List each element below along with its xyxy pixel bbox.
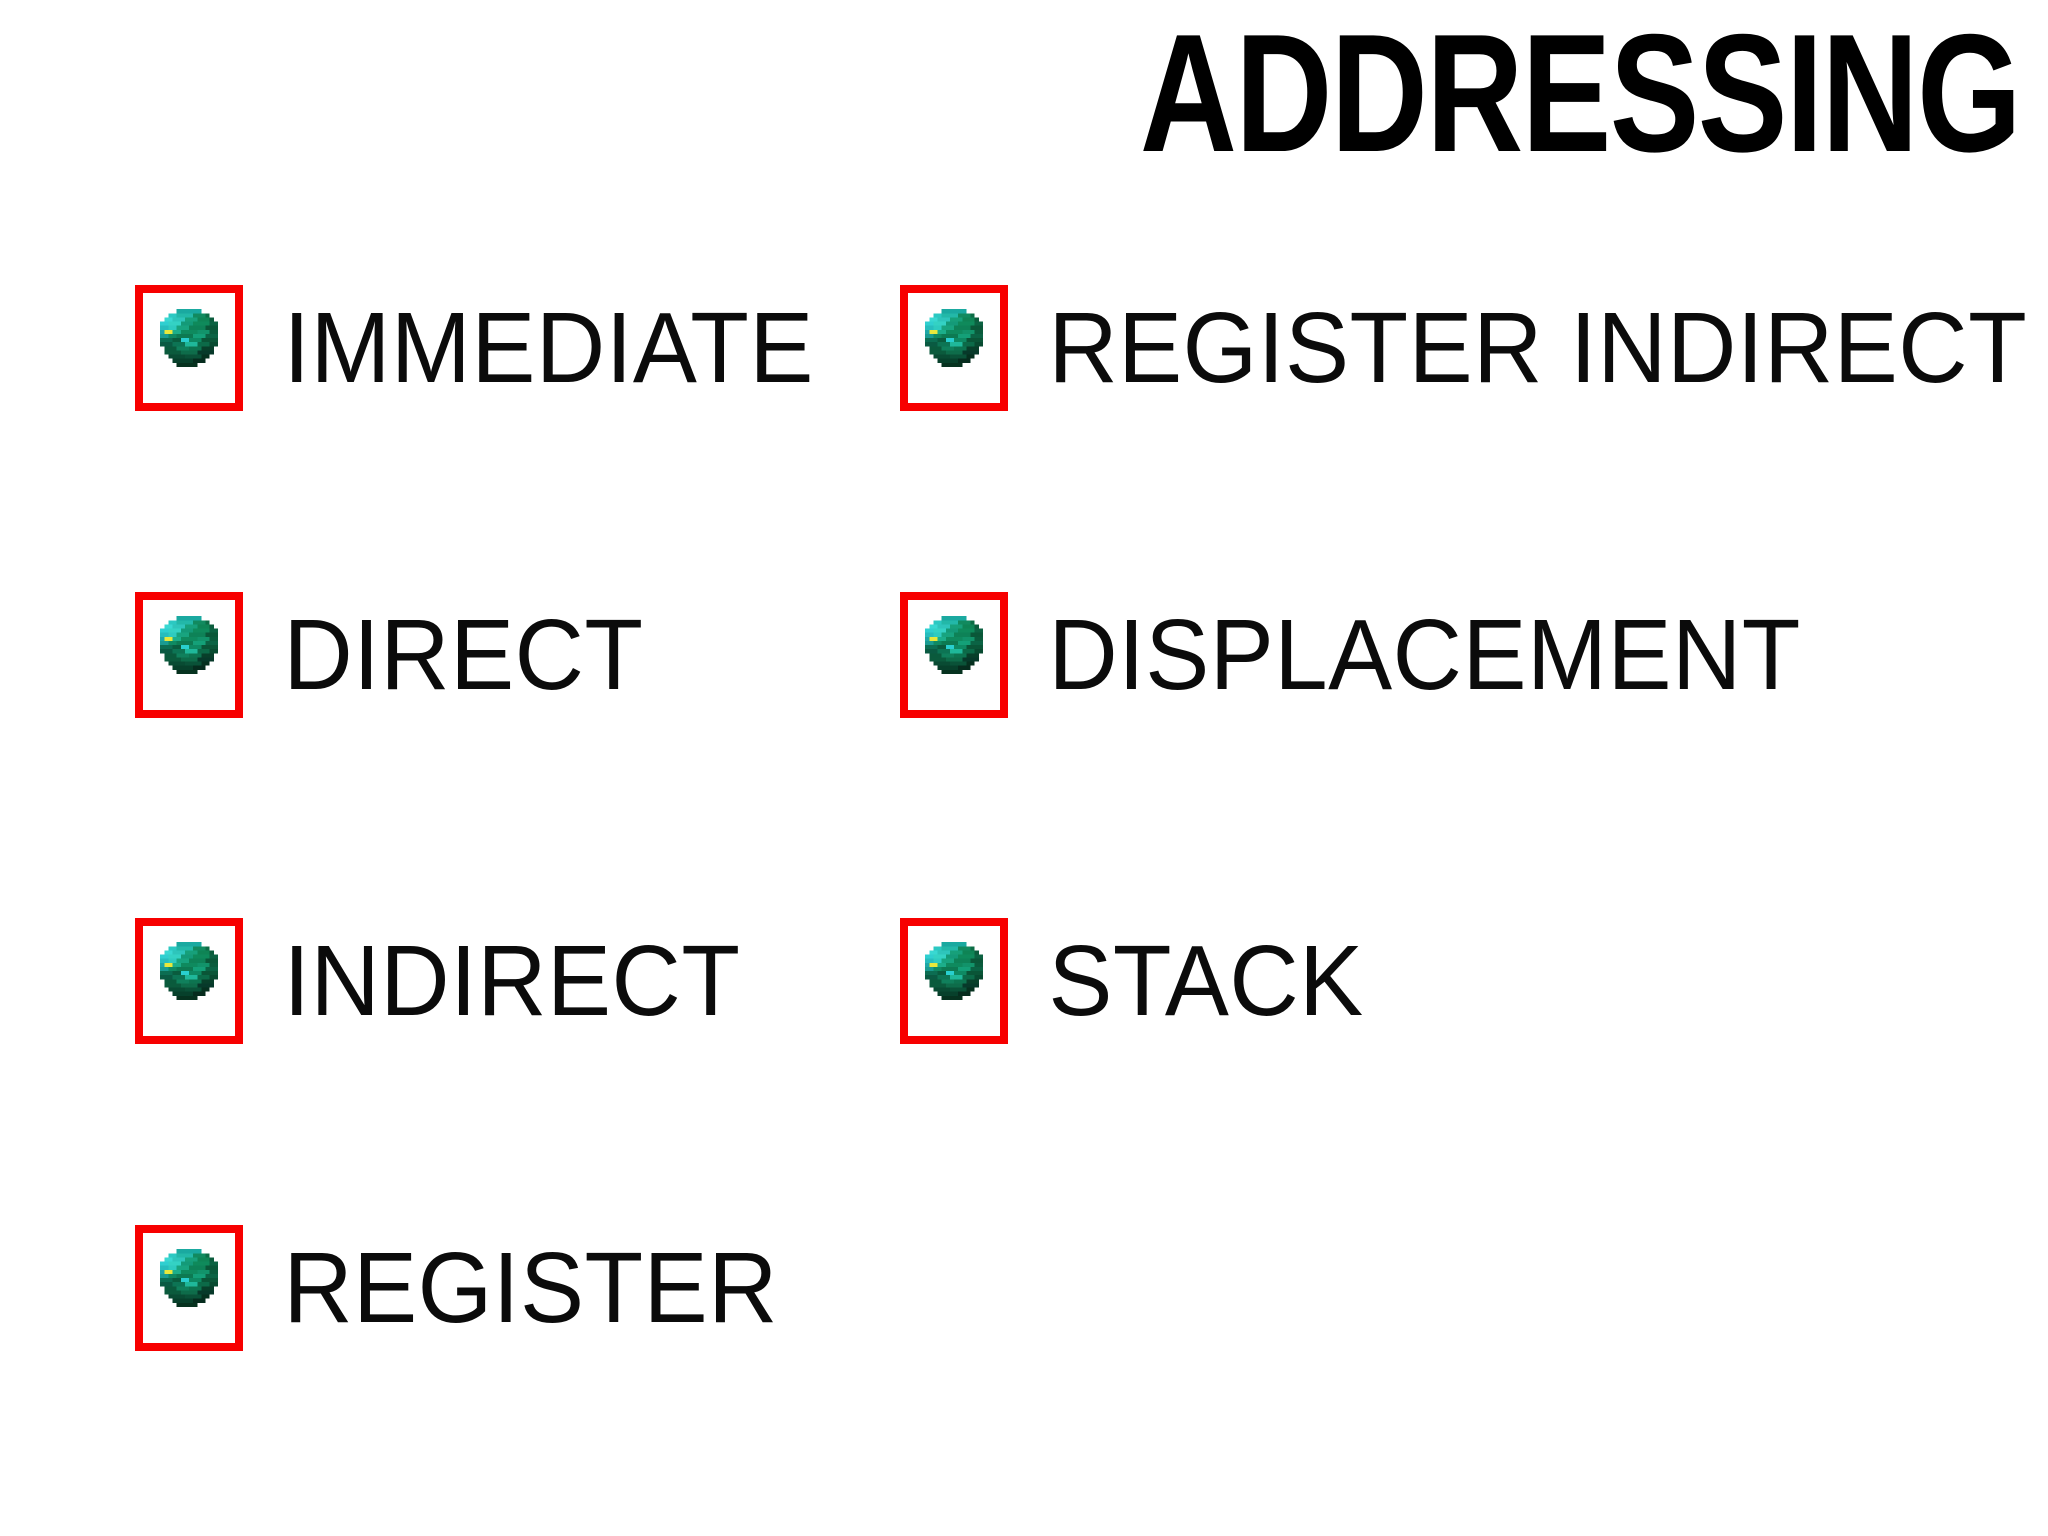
- globe-icon: [925, 942, 983, 1000]
- bullet-label: INDIRECT: [283, 925, 741, 1037]
- bullet-item-indirect[interactable]: INDIRECT: [135, 918, 761, 1044]
- globe-icon: [160, 616, 218, 674]
- globe-icon: [925, 616, 983, 674]
- bullet-marker: [135, 592, 243, 718]
- bullet-label: STACK: [1048, 925, 1364, 1037]
- bullet-item-immediate[interactable]: IMMEDIATE: [135, 285, 838, 411]
- globe-icon: [160, 942, 218, 1000]
- bullet-marker: [135, 285, 243, 411]
- page-title: ADDRESSING: [1139, 0, 2022, 187]
- bullet-marker: [900, 592, 1008, 718]
- bullet-marker: [900, 285, 1008, 411]
- bullet-item-stack[interactable]: STACK: [900, 918, 1378, 1044]
- globe-icon: [925, 309, 983, 367]
- bullet-label: REGISTER: [283, 1232, 778, 1344]
- bullet-label: DISPLACEMENT: [1048, 599, 1801, 711]
- bullet-label: IMMEDIATE: [283, 292, 814, 404]
- bullet-item-displacement[interactable]: DISPLACEMENT: [900, 592, 1834, 718]
- bullet-item-register-indirect[interactable]: REGISTER INDIRECT: [900, 285, 2048, 411]
- bullet-marker: [900, 918, 1008, 1044]
- globe-icon: [160, 1249, 218, 1307]
- bullet-marker: [135, 1225, 243, 1351]
- globe-icon: [160, 309, 218, 367]
- bullet-item-register[interactable]: REGISTER: [135, 1225, 800, 1351]
- bullet-marker: [135, 918, 243, 1044]
- bullet-label: DIRECT: [283, 599, 644, 711]
- bullet-label: REGISTER INDIRECT: [1048, 292, 2028, 404]
- bullet-item-direct[interactable]: DIRECT: [135, 592, 660, 718]
